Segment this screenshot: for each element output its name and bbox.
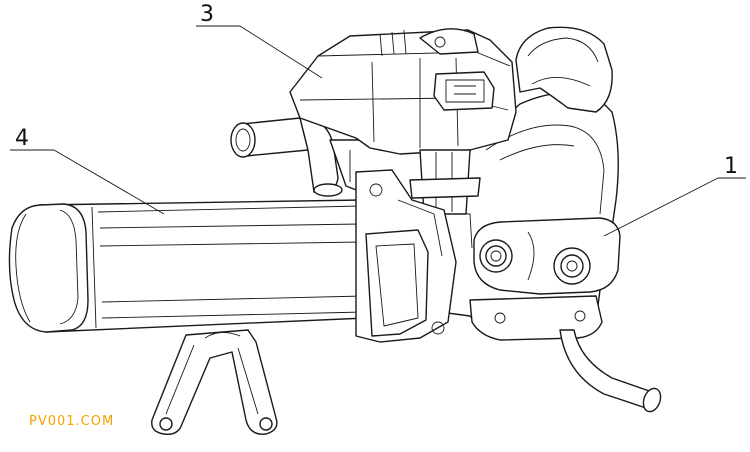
coolant-elbow-cover	[515, 26, 613, 113]
egr-cooler	[8, 199, 367, 333]
lower-bracket-plate	[469, 295, 603, 341]
leader-lines	[10, 25, 746, 237]
cooler-flange-clamp	[355, 169, 457, 343]
coolant-outlet-pipe	[559, 329, 662, 413]
coolant-inlet-pipe	[230, 117, 343, 197]
watermark: PV001.COM	[29, 414, 115, 429]
outlet-flange	[473, 217, 621, 295]
callout-1: 1	[724, 154, 738, 179]
callout-4: 4	[15, 126, 29, 151]
actuator-riser	[409, 149, 481, 215]
egr-actuator	[289, 28, 517, 155]
callout-3: 3	[200, 2, 214, 27]
mounting-bracket	[151, 329, 278, 435]
